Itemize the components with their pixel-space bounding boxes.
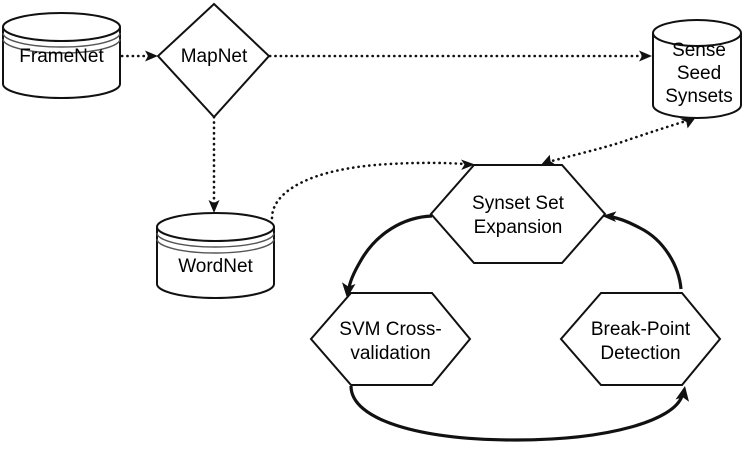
node-svm-cross-validation[interactable]: SVM Cross- validation: [309, 292, 472, 386]
edge-synset-set-expansion-to-svm: [342, 214, 433, 298]
edge-framenet-to-mapnet: [120, 50, 158, 62]
node-framenet-label: FrameNet: [19, 46, 104, 67]
edge-break-point-detection-to-synset-set-expansion: [602, 211, 683, 290]
node-svm-cross-validation-label-line2: validation: [350, 343, 430, 364]
node-break-point-detection[interactable]: Break-Point Detection: [559, 292, 722, 386]
node-sense-seed-synsets-label-line1: Sense: [672, 40, 726, 61]
node-svm-cross-validation-label-line1: SVM Cross-: [339, 319, 441, 340]
node-mapnet[interactable]: MapNet: [156, 2, 271, 119]
edge-wordnet-to-synset-set-expansion: [270, 159, 475, 220]
node-break-point-detection-label-line2: Detection: [600, 343, 680, 364]
edge-mapnet-to-sense-seed-synsets: [268, 50, 652, 62]
node-synset-set-expansion-label-line1: Synset Set: [472, 193, 565, 214]
node-synset-set-expansion-label-line2: Expansion: [474, 217, 563, 238]
node-framenet[interactable]: FrameNet: [2, 12, 121, 99]
node-wordnet-label: WordNet: [178, 256, 253, 277]
node-sense-seed-synsets-label-line2: Seed: [677, 63, 721, 84]
node-mapnet-label: MapNet: [181, 46, 248, 67]
node-break-point-detection-label-line1: Break-Point: [591, 319, 691, 340]
node-sense-seed-synsets-label-line3: Synsets: [665, 86, 733, 107]
edge-svm-to-break-point-detection: [349, 385, 689, 442]
node-sense-seed-synsets[interactable]: Sense Seed Synsets: [652, 19, 742, 119]
node-synset-set-expansion[interactable]: Synset Set Expansion: [429, 164, 607, 264]
node-wordnet[interactable]: WordNet: [156, 212, 275, 299]
edge-mapnet-to-wordnet: [208, 115, 220, 213]
edge-sense-seed-synsets-synset-set-expansion: [540, 117, 696, 166]
